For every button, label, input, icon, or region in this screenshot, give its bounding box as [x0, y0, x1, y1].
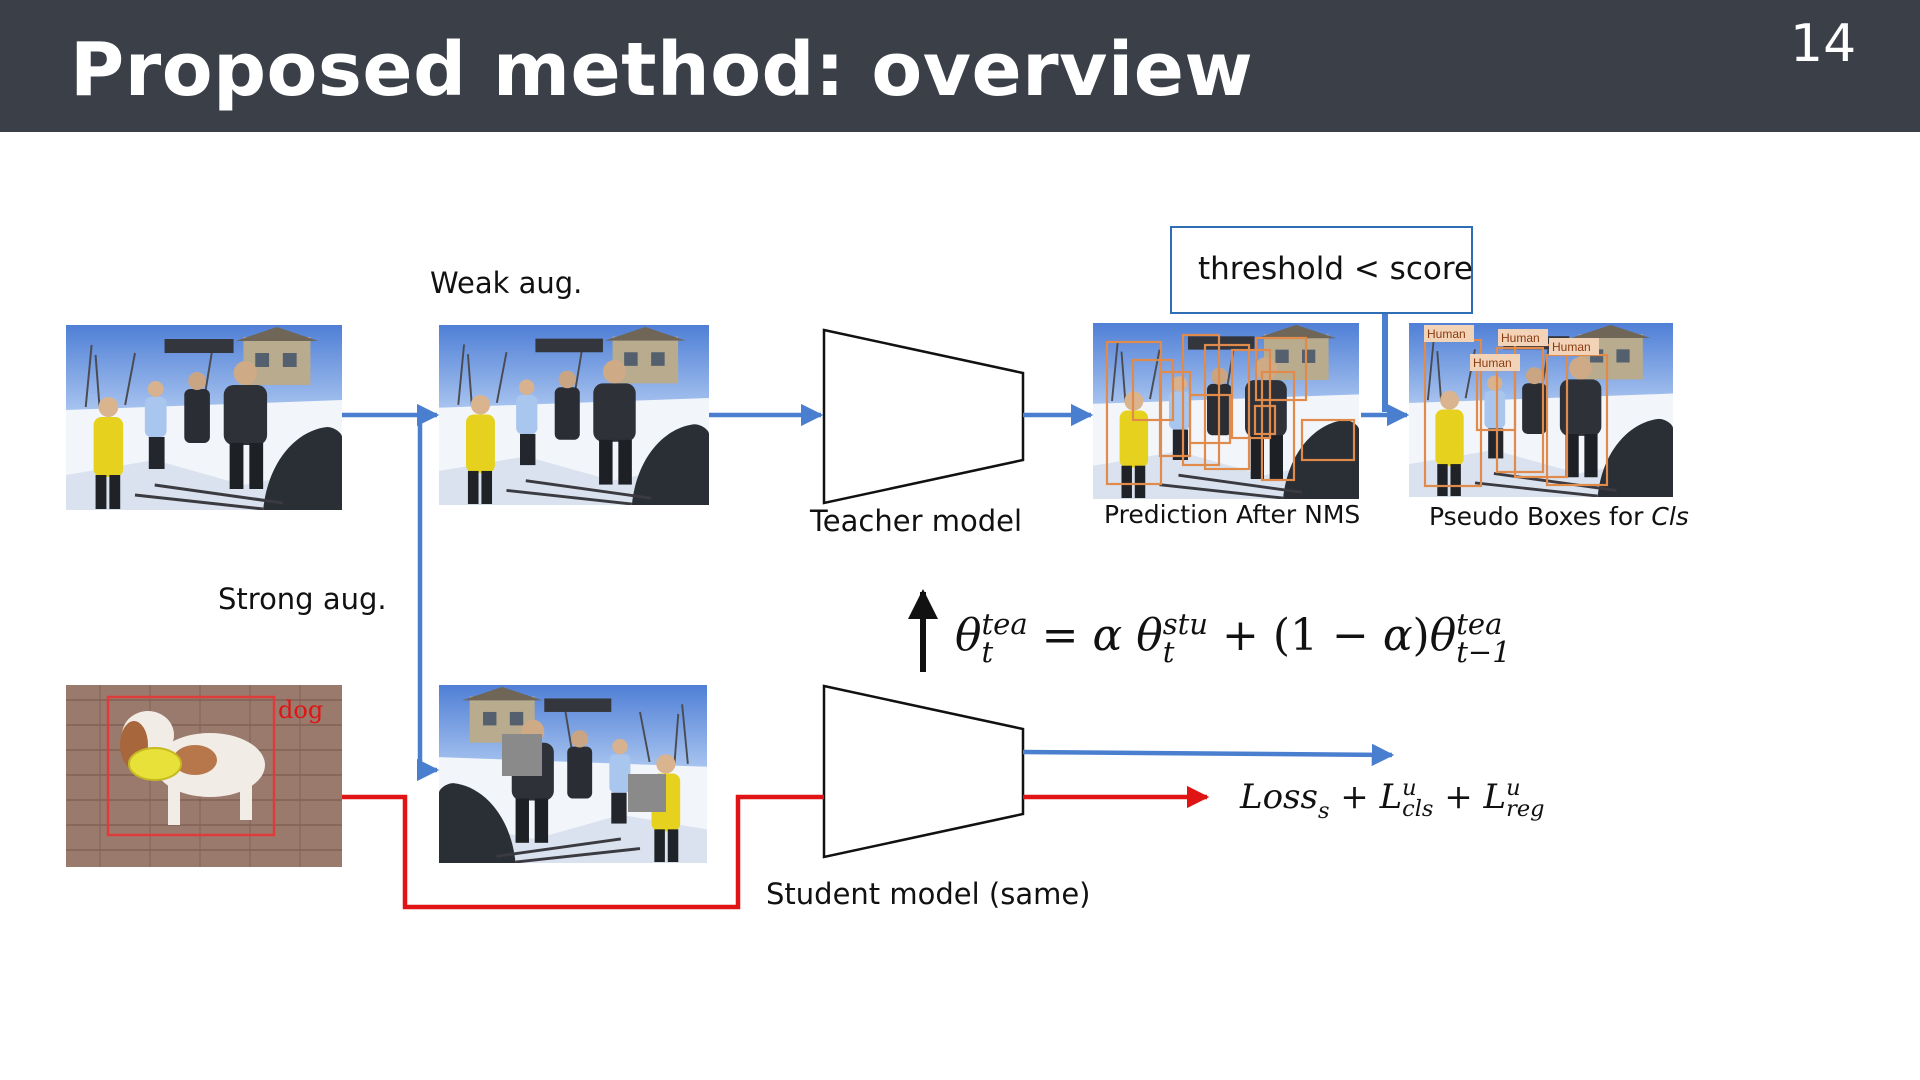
threshold-text: threshold < score [1198, 251, 1473, 287]
pseudo-boxes-image: Human Human Human Human [1409, 323, 1673, 497]
human-tag-2: Human [1498, 329, 1548, 346]
dog-label: dog [278, 696, 323, 724]
strong-aug-label: Strong aug. [218, 582, 387, 616]
svg-text:Human: Human [1427, 327, 1466, 341]
human-tag-4: Human [1470, 354, 1520, 371]
weak-aug-label: Weak aug. [430, 266, 583, 300]
svg-text:Human: Human [1501, 331, 1540, 345]
arrow-orig-to-strong [416, 415, 440, 782]
weak-aug-image [439, 325, 709, 505]
svg-text:Human: Human [1552, 340, 1591, 354]
arrow-student-to-loss-blue [1022, 743, 1395, 767]
human-tag-1: Human [1424, 325, 1474, 342]
human-tag-3: Human [1549, 338, 1599, 355]
dog-image [66, 685, 342, 867]
page-number: 14 [1790, 14, 1857, 74]
student-model-label: Student model (same) [766, 877, 1091, 911]
teacher-model-shape [822, 328, 1025, 505]
svg-text:Human: Human [1473, 356, 1512, 370]
prediction-nms-label: Prediction After NMS [1104, 500, 1361, 529]
original-ski-image [66, 325, 342, 510]
prediction-nms-image [1093, 323, 1359, 499]
student-model-shape [822, 684, 1025, 859]
arrow-dog-to-student [342, 794, 824, 910]
strong-aug-image [439, 685, 707, 863]
pseudo-boxes-label: Pseudo Boxes for Cls [1429, 502, 1689, 531]
threshold-box: threshold < score [1170, 226, 1473, 314]
teacher-model-label: Teacher model [810, 504, 1023, 538]
slide-header [0, 0, 1920, 132]
slide-title: Proposed method: overview [70, 27, 1254, 113]
